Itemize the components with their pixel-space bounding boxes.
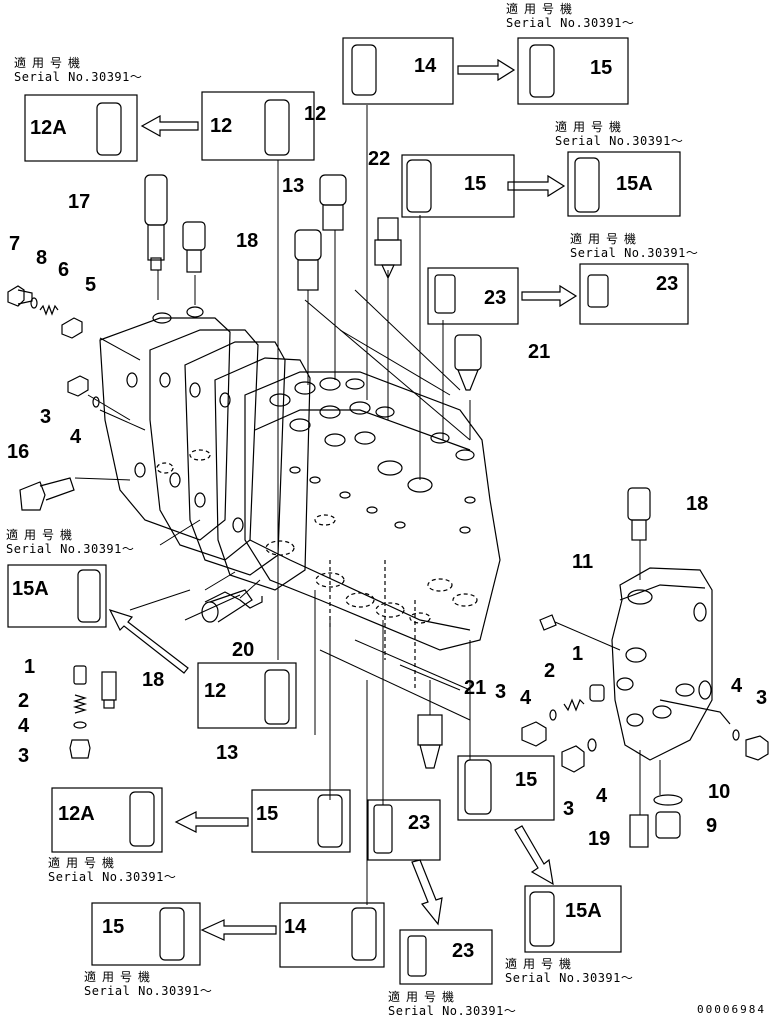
- callout-4d: 4: [731, 675, 743, 697]
- box-label-23-low: 23: [408, 812, 430, 834]
- box-label-12A-top: 12A: [30, 117, 67, 139]
- callout-1a: 1: [24, 656, 35, 678]
- callout-numbers: 7 8 6 5 3 4 16 17 18 12 13 22 21 20 1 2 …: [7, 103, 767, 850]
- arrow-right-1: [457, 58, 516, 82]
- callout-4a: 4: [70, 426, 82, 448]
- callout-3d: 3: [756, 687, 767, 709]
- callout-20: 20: [232, 639, 254, 661]
- box-label-23-a: 23: [484, 287, 506, 309]
- callout-18b: 18: [686, 493, 708, 515]
- box-label-23-b: 23: [656, 273, 678, 295]
- callout-22: 22: [368, 148, 390, 170]
- callout-3c: 3: [495, 681, 506, 703]
- box-label-15-right: 15: [515, 769, 537, 791]
- callout-17: 17: [68, 191, 90, 213]
- callout-3a: 3: [40, 406, 51, 428]
- callout-10: 10: [708, 781, 730, 803]
- callout-19a: 18: [142, 669, 164, 691]
- arrow-up-left: [108, 608, 189, 674]
- leader-lines: [74, 105, 661, 905]
- arrow-left-3: [200, 919, 277, 941]
- side-valve-block: [611, 567, 731, 761]
- callout-4e: 4: [596, 785, 608, 807]
- arrow-down-1: [411, 859, 443, 926]
- box-label-12-mid: 12: [204, 680, 226, 702]
- box-label-12A-low: 12A: [58, 803, 95, 825]
- callout-4b: 4: [18, 715, 30, 737]
- callout-11: 11: [572, 551, 593, 573]
- callout-8: 8: [36, 247, 47, 269]
- arrow-left-1: [140, 114, 199, 138]
- box-label-15-mid: 15: [464, 173, 486, 195]
- callout-19b: 19: [588, 828, 610, 850]
- hidden-ports: [156, 449, 478, 690]
- box-label-14-bottom: 14: [284, 916, 307, 938]
- part-boxes: [7, 37, 689, 985]
- box-label-15A-mid: 15A: [616, 173, 653, 195]
- callout-18a: 18: [236, 230, 258, 252]
- document-number: 00006984: [697, 1003, 766, 1016]
- box-label-15-low: 15: [256, 803, 278, 825]
- small-parts-left: [7, 174, 482, 769]
- callout-2b: 2: [544, 660, 555, 682]
- arrows: [108, 58, 578, 941]
- box-label-23-bottom: 23: [452, 940, 474, 962]
- callout-6: 6: [58, 259, 69, 281]
- callout-2a: 2: [18, 690, 29, 712]
- arrow-left-2: [174, 811, 249, 833]
- callout-5: 5: [85, 274, 96, 296]
- callout-13b: 13: [216, 742, 238, 764]
- box-label-12-top: 12: [210, 115, 232, 137]
- box-label-15A-bottom: 15A: [565, 900, 602, 922]
- callout-3e: 3: [563, 798, 574, 820]
- callout-4c: 4: [520, 687, 532, 709]
- box-label-15-top: 15: [590, 57, 612, 79]
- main-valve-block: [99, 306, 501, 690]
- callout-16: 16: [7, 441, 29, 463]
- callout-21b: 21: [464, 677, 486, 699]
- arrow-right-3: [521, 284, 578, 308]
- callout-12: 12: [304, 103, 326, 125]
- arrow-down-2: [514, 825, 554, 886]
- box-label-15-bottom: 15: [102, 916, 124, 938]
- box-label-15A-left: 15A: [12, 578, 49, 600]
- valve-ports: [152, 306, 475, 493]
- box-label-14-top: 14: [414, 55, 437, 77]
- callout-7: 7: [9, 233, 20, 255]
- callout-1b: 1: [572, 643, 583, 665]
- box-labels: 14 15 12A 12 15 15A 23 23 15A 12 12A 15 …: [12, 55, 678, 962]
- arrow-right-2: [507, 174, 566, 198]
- small-parts-right: [521, 487, 769, 848]
- callout-13: 13: [282, 175, 304, 197]
- callout-21a: 21: [528, 341, 550, 363]
- callout-9: 9: [706, 815, 717, 837]
- callout-3b: 3: [18, 745, 29, 767]
